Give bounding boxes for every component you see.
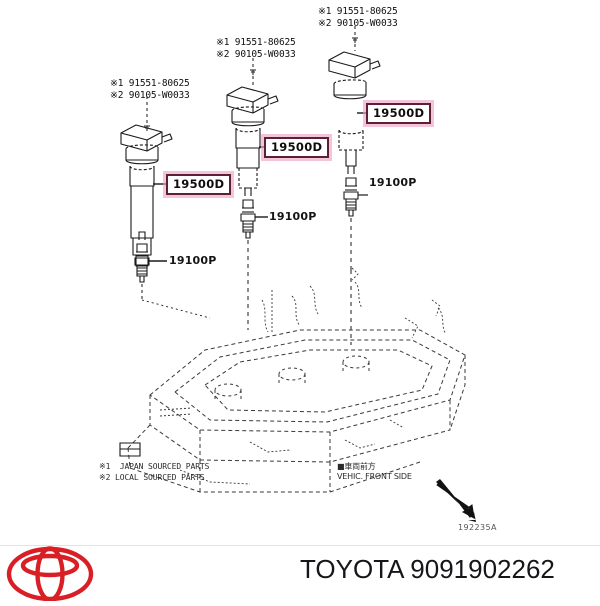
footer-brand-partnumber: TOYOTA 9091902262 (300, 554, 555, 584)
callout-plug-left: 19100P (169, 254, 217, 267)
callout-plug-center: 19100P (269, 210, 317, 223)
callout-plug-right: 19100P (369, 176, 417, 189)
sourcing-footnotes: ※1 JAPAN SOURCED PARTS ※2 LOCAL SOURCED … (99, 462, 210, 482)
ignition-coil-right (328, 51, 381, 167)
bolt-icon-right (352, 37, 358, 43)
callout-coil-right[interactable]: 19500D (366, 103, 432, 124)
bolt-partnumbers-center: ※1 91551-80625 ※2 90105-W0033 (216, 37, 296, 60)
bolt-icon-left (144, 125, 150, 131)
spark-plug-right (343, 165, 359, 217)
ignition-coil-left (120, 124, 173, 267)
exploded-view-drawing (119, 26, 476, 522)
callout-coil-left[interactable]: 19500D (166, 174, 232, 195)
ignition-coil-center (226, 86, 279, 189)
bolt-partnumbers-right: ※1 91551-80625 ※2 90105-W0033 (318, 6, 398, 29)
spark-plug-center (240, 187, 256, 239)
front-direction-arrow (436, 479, 476, 522)
drawing-number: 192235A (458, 523, 497, 532)
toyota-logo (6, 546, 94, 606)
cover-bracket (119, 442, 141, 457)
spark-plug-tubes (214, 355, 370, 400)
vehicle-front-note: ■車両前方 VEHIC. FRONT SIDE (337, 462, 412, 481)
footer-bar: TOYOTA 9091902262 (0, 545, 600, 602)
callout-coil-center[interactable]: 19500D (264, 137, 330, 158)
spark-plug-left (134, 231, 150, 283)
cover-detail-lines (159, 267, 447, 485)
diagram-canvas: ※1 91551-80625 ※2 90105-W0033 ※1 91551-8… (99, 6, 497, 532)
cylinder-head-cover (127, 329, 466, 493)
bolt-partnumbers-left: ※1 91551-80625 ※2 90105-W0033 (110, 78, 190, 101)
assembly-line-left-b (141, 299, 211, 319)
bolt-icon-center (250, 69, 256, 75)
